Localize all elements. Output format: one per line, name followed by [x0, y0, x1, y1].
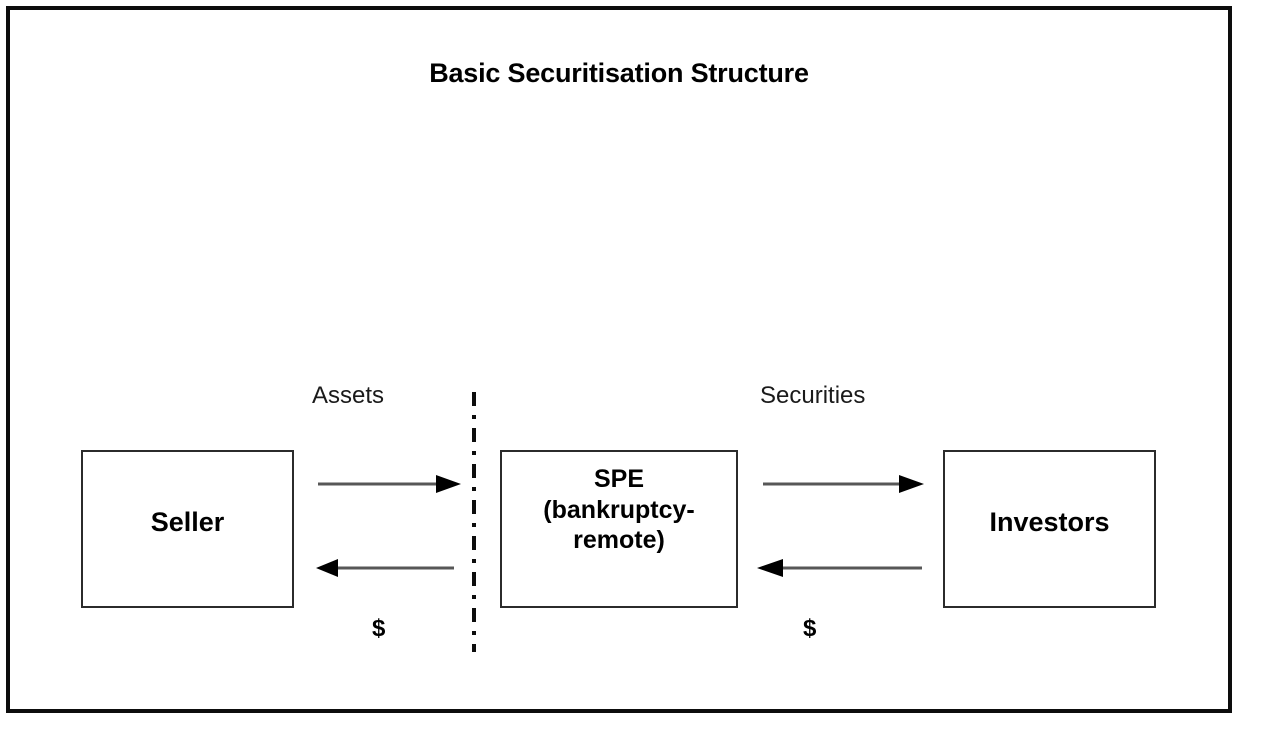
arrow-cash-to-spe-left — [757, 559, 922, 577]
entity-label-spe-line3: remote) — [573, 526, 665, 554]
entity-label-seller: Seller — [150, 507, 225, 537]
flow-label-assets: Assets — [312, 382, 385, 409]
true-sale-separator-line — [472, 392, 476, 652]
page-title: Basic Securitisation Structure — [429, 58, 809, 88]
arrow-cash-to-seller-left — [316, 559, 454, 577]
flow-label-securities: Securities — [760, 382, 866, 409]
entity-box-investors: Investors — [943, 450, 1156, 608]
entity-label-spe-line2: (bankruptcy- — [543, 495, 695, 524]
flow-label-cash-to-spe: $ — [803, 615, 817, 642]
entity-label-spe-line1: SPE — [593, 465, 645, 493]
entity-label-spe: SPE (bankruptcy- remote) — [502, 464, 736, 556]
arrow-securities-right — [763, 475, 924, 493]
entity-box-spe: SPE (bankruptcy- remote) — [500, 450, 738, 608]
arrow-assets-right — [318, 475, 461, 493]
entity-label-investors: Investors — [989, 507, 1110, 537]
entity-box-seller: Seller — [81, 450, 294, 608]
flow-label-cash-to-seller: $ — [372, 615, 386, 642]
